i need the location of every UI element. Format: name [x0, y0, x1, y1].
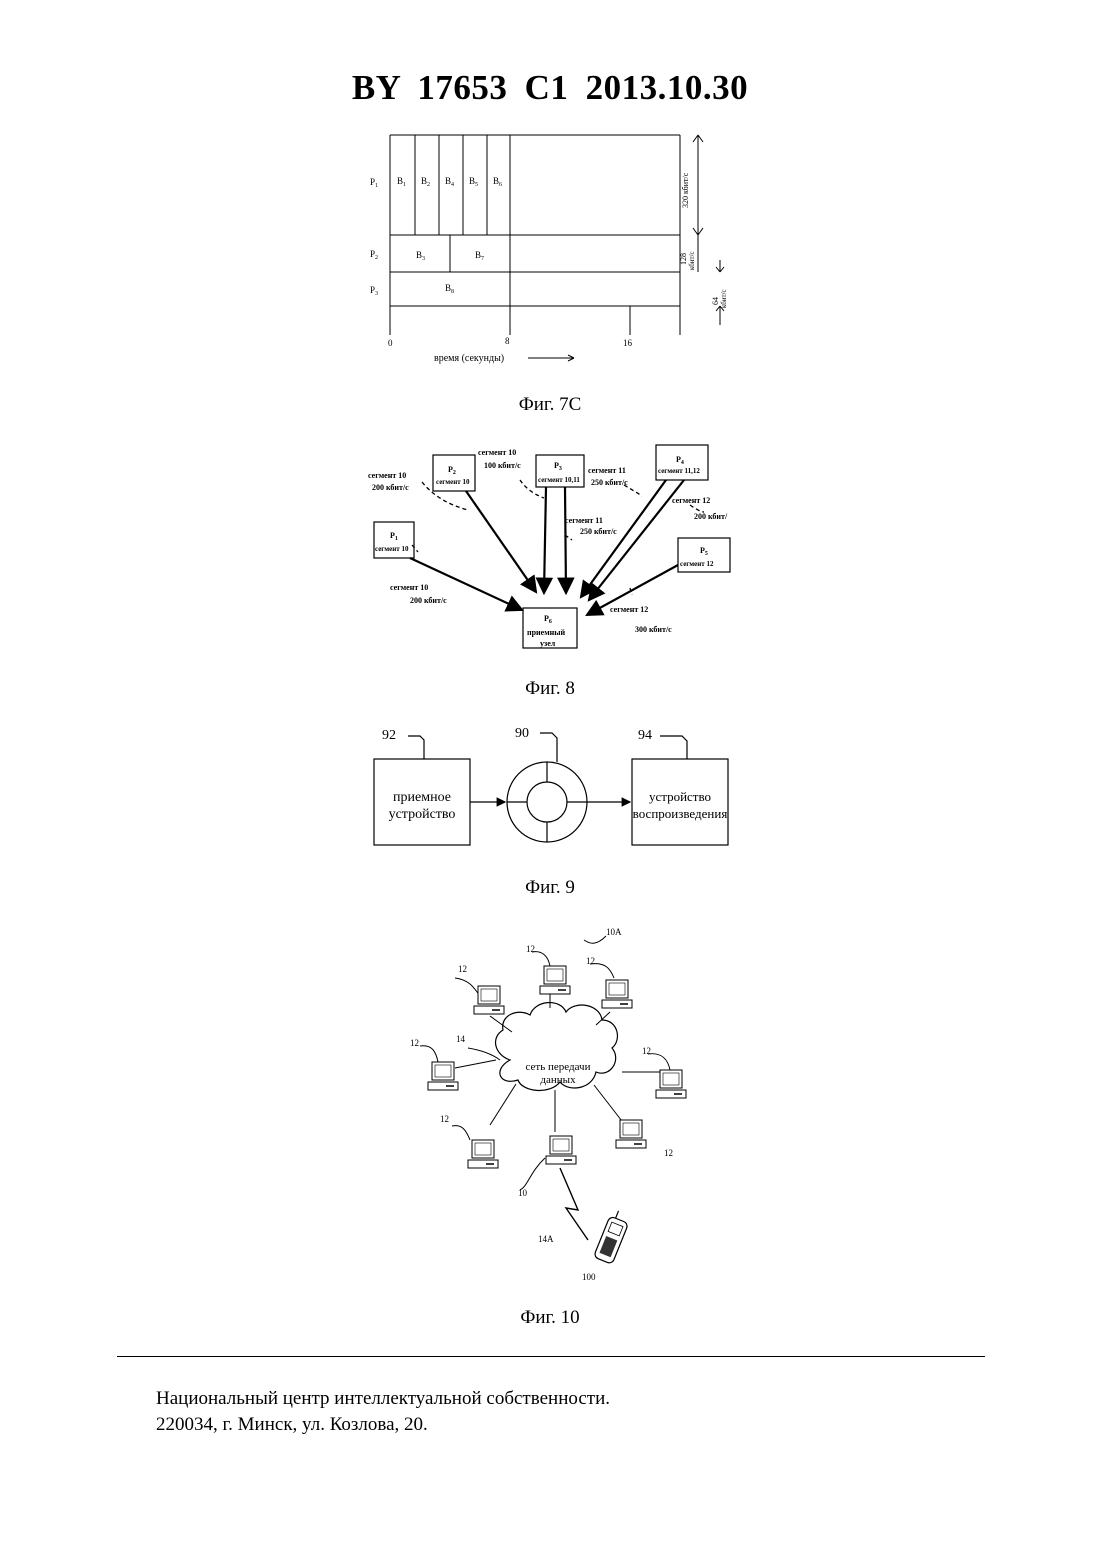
- terminal-3: [602, 980, 632, 1008]
- node-p3-segment: сегмент 10,11: [538, 476, 580, 484]
- block-b4: B4: [445, 176, 454, 188]
- player-line1: устройство: [649, 789, 711, 804]
- label-p4b-segment: сегмент 12: [672, 496, 710, 505]
- label-p1-segment: сегмент 10: [390, 583, 428, 592]
- node-p2-label: P2: [448, 465, 456, 476]
- terminal-4: [428, 1062, 458, 1090]
- node-p6-line2: узел: [540, 639, 556, 648]
- label-p4b-rate: 200 кбит/: [694, 512, 728, 521]
- node-p5-segment: сегмент 12: [680, 560, 714, 568]
- receiver-line1: приемное: [393, 790, 451, 805]
- label-p4-rate: 250 кбит/с: [591, 478, 628, 487]
- node-p1-label: P1: [390, 531, 398, 542]
- node-p1-segment: сегмент 10: [375, 545, 409, 553]
- ref-12-e: 12: [642, 1046, 651, 1056]
- rate-64: 64: [711, 297, 720, 305]
- rate-320: 320 кбит/с: [681, 172, 690, 208]
- wireless-link-icon: [560, 1168, 588, 1240]
- x-axis-label: время (секунды): [434, 353, 504, 364]
- block-b1: B1: [397, 176, 406, 188]
- ref-12-d: 12: [410, 1038, 419, 1048]
- terminal-2: [540, 966, 570, 994]
- block-b6: B6: [493, 176, 502, 188]
- rate-64-unit: кбит/с: [720, 289, 728, 308]
- block-b7: B7: [475, 250, 484, 262]
- caption-fig-7c: Фиг. 7С: [0, 394, 1100, 416]
- ref-12-f: 12: [440, 1114, 449, 1124]
- server-10: [546, 1136, 576, 1164]
- node-p5-label: P5: [700, 546, 708, 557]
- cloud-label-line2: данных: [540, 1074, 576, 1086]
- node-p4-label: P4: [676, 455, 684, 466]
- tick-8: 8: [505, 336, 510, 346]
- footer-divider: [117, 1356, 985, 1357]
- footer-line-2: 220034, г. Минск, ул. Козлова, 20.: [156, 1414, 428, 1436]
- rate-128-unit: кбит/с: [688, 251, 696, 270]
- node-p3-label: P3: [554, 461, 562, 472]
- caption-fig-10: Фиг. 10: [0, 1307, 1100, 1329]
- row-label-p1: P1: [370, 177, 378, 189]
- label-p4-segment: сегмент 11: [588, 466, 626, 475]
- mobile-phone-icon: [594, 1209, 632, 1265]
- figure-10: 10А 12 12 12 12 12 12 12 14 10 14А 100 с…: [400, 920, 700, 1290]
- rate-128: 128: [679, 253, 688, 265]
- footer-line-1: Национальный центр интеллектуальной собс…: [156, 1388, 610, 1410]
- block-b5: B5: [469, 176, 478, 188]
- terminal-6: [468, 1140, 498, 1168]
- label-p2-rate: 200 кбит/с: [372, 483, 409, 492]
- node-p6-line1: приемный: [527, 628, 566, 637]
- caption-fig-8: Фиг. 8: [0, 678, 1100, 700]
- ref-14: 14: [456, 1034, 466, 1044]
- label-p5-rate: 300 кбит/с: [635, 625, 672, 634]
- block-b8: B8: [445, 283, 454, 295]
- ref-14a: 14А: [538, 1234, 554, 1244]
- node-p4-segment: сегмент 11,12: [658, 467, 700, 475]
- terminal-5: [656, 1070, 686, 1098]
- row-label-p3: P3: [370, 285, 378, 297]
- label-p2-segment: сегмент 10: [368, 471, 406, 480]
- caption-fig-9: Фиг. 9: [0, 877, 1100, 899]
- label-p1-rate: 200 кбит/с: [410, 596, 447, 605]
- block-b2: B2: [421, 176, 430, 188]
- label-p3-rate: 100 кбит/с: [484, 461, 521, 470]
- receiver-line2: устройство: [389, 807, 456, 822]
- tick-16: 16: [623, 338, 633, 348]
- label-p3-segment: сегмент 10: [478, 448, 516, 457]
- player-line2: воспроизведения: [633, 806, 728, 821]
- ref-12-b: 12: [458, 964, 467, 974]
- ref-100: 100: [582, 1272, 596, 1282]
- document-id-header: BY 17653 C1 2013.10.30: [0, 68, 1100, 108]
- ref-10a: 10А: [606, 927, 622, 937]
- ref-10: 10: [518, 1188, 528, 1198]
- ref-12-c: 12: [586, 956, 595, 966]
- tick-0: 0: [388, 338, 393, 348]
- row-label-p2: P2: [370, 249, 378, 261]
- ref-90: 90: [515, 726, 529, 741]
- ref-12-a: 12: [526, 944, 535, 954]
- figure-9: 92 90 94 приемное устройство устройство …: [360, 722, 740, 852]
- node-p6-label: P6: [544, 614, 552, 625]
- terminal-7: [616, 1120, 646, 1148]
- block-b3: B3: [416, 250, 425, 262]
- ref-94: 94: [638, 728, 652, 743]
- ref-92: 92: [382, 728, 396, 743]
- label-p5-segment: сегмент 12: [610, 605, 648, 614]
- cloud-label-line1: сеть передачи: [526, 1061, 591, 1073]
- terminal-1: [474, 986, 504, 1014]
- figure-7c: P1 P2 P3 B1 B2 B4 B5 B6 B3 B7 B8 0 8 16 …: [350, 130, 750, 380]
- ref-12-g: 12: [664, 1148, 673, 1158]
- label-p3b-rate: 250 кбит/с: [580, 527, 617, 536]
- label-p3b-segment: сегмент 11: [565, 516, 603, 525]
- figure-8: P2 сегмент 10 P3 сегмент 10,11 P4 сегмен…: [360, 440, 740, 660]
- node-p2-segment: сегмент 10: [436, 478, 470, 486]
